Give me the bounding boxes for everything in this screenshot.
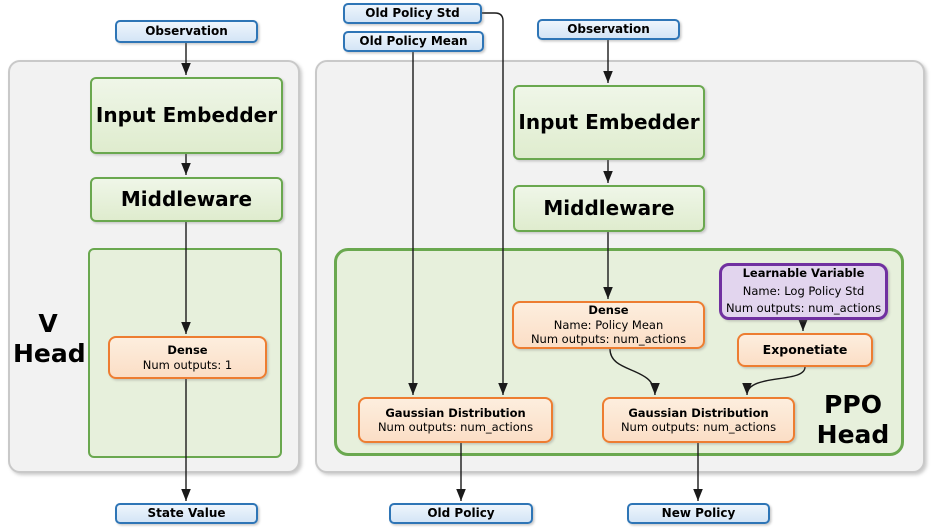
arrow-dense-policy-mean-to-gaussian-new [609, 348, 660, 396]
observation-right-label: Observation [567, 22, 650, 36]
ppo-head-label-line2: Head [816, 420, 890, 449]
state-value-label: State Value [147, 506, 226, 520]
learnable-variable-outputs: Num outputs: num_actions [725, 301, 882, 316]
v-head-label-line1: V [38, 309, 58, 338]
middleware-left-label: Middleware [120, 187, 253, 211]
learnable-variable-title: Learnable Variable [742, 265, 865, 280]
input-embedder-left-node: Input Embedder [90, 77, 283, 154]
old-policy-mean-label: Old Policy Mean [359, 34, 468, 48]
old-policy-output: Old Policy [389, 503, 533, 524]
observation-left-label: Observation [145, 24, 228, 38]
old-policy-label: Old Policy [427, 506, 495, 520]
dense-v-title: Dense [167, 343, 208, 358]
input-embedder-right-label: Input Embedder [518, 110, 700, 134]
learnable-variable-name: Name: Log Policy Std [742, 283, 865, 298]
gaussian-old-outputs: Num outputs: num_actions [377, 420, 534, 434]
dense-v-outputs: Num outputs: 1 [142, 357, 233, 372]
middleware-right-label: Middleware [543, 196, 675, 220]
new-policy-output: New Policy [627, 503, 770, 524]
old-policy-std-input: Old Policy Std [343, 3, 482, 24]
input-embedder-right-node: Input Embedder [513, 85, 705, 160]
v-head-label: V Head [13, 309, 86, 369]
old-policy-std-label: Old Policy Std [365, 6, 460, 20]
input-embedder-left-label: Input Embedder [95, 103, 278, 127]
middleware-left-node: Middleware [90, 177, 283, 222]
dense-policy-mean-title: Dense [588, 303, 629, 318]
observation-input-left: Observation [115, 20, 258, 43]
old-policy-mean-input: Old Policy Mean [343, 31, 484, 52]
v-head-label-line2: Head [13, 339, 86, 368]
arrow-old-policy-std-to-gaussian-old [482, 12, 508, 395]
gaussian-new-outputs: Num outputs: num_actions [620, 420, 777, 434]
new-policy-label: New Policy [661, 506, 736, 520]
dense-policy-mean-node: Dense Name: Policy Mean Num outputs: num… [512, 301, 705, 349]
learnable-variable-node: Learnable Variable Name: Log Policy Std … [719, 263, 888, 320]
gaussian-new-title: Gaussian Distribution [628, 405, 769, 420]
arrow-exponetiate-to-gaussian-new [742, 366, 806, 396]
ppo-head-label: PPO Head [808, 390, 898, 450]
exponetiate-label: Exponetiate [762, 342, 848, 358]
observation-input-right: Observation [537, 19, 680, 40]
middleware-right-node: Middleware [513, 185, 705, 232]
exponetiate-node: Exponetiate [737, 333, 873, 367]
ppo-head-label-line1: PPO [824, 390, 882, 419]
gaussian-distribution-new-node: Gaussian Distribution Num outputs: num_a… [602, 397, 795, 443]
gaussian-old-title: Gaussian Distribution [385, 405, 526, 420]
dense-policy-mean-outputs: Num outputs: num_actions [530, 332, 687, 347]
dense-policy-mean-name: Name: Policy Mean [553, 317, 664, 332]
state-value-output: State Value [115, 503, 258, 524]
gaussian-distribution-old-node: Gaussian Distribution Num outputs: num_a… [358, 397, 553, 443]
dense-v-node: Dense Num outputs: 1 [108, 336, 267, 379]
